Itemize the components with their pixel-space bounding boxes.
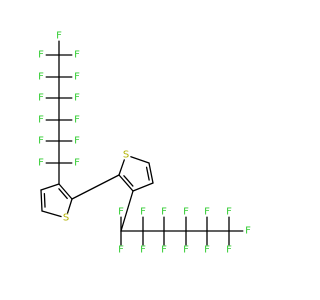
fluorine-atom-label: F (74, 50, 80, 61)
fluorine-atom-label: F (183, 207, 189, 218)
fluorine-atom-label: F (140, 245, 146, 256)
single-bond-c3b-c4b (132, 182, 154, 192)
single-bond-c5a-s1 (41, 210, 62, 218)
fluorine-atom-label: F (140, 207, 146, 218)
single-bond-c3a-c4a (40, 183, 60, 191)
double-bond-c2a-c3a (58, 183, 73, 200)
fluorine-atom-label: F (38, 72, 44, 83)
double-bond-c2b-c3b (118, 174, 134, 192)
fluorine-atom-label: F (118, 207, 124, 218)
single-bond-c3b-b1 (120, 190, 134, 232)
sulfur-atom-label: S (63, 213, 69, 224)
fluorine-atom-label: F (161, 245, 167, 256)
fluorine-atom-label: F (118, 245, 124, 256)
fluorine-atom-label: F (226, 245, 232, 256)
fluorine-atom-label: F (226, 207, 232, 218)
single-bond-c5b-s2 (130, 156, 150, 164)
fluorine-atom-label: F (204, 245, 210, 256)
fluorine-atom-label: F (74, 93, 80, 104)
fluorine-atom-label: F (38, 93, 44, 104)
double-bond-c4a-c5a (40, 189, 43, 212)
inner-double-bond-c4a-c5a (43, 192, 46, 208)
single-bond-s1-c2a (66, 198, 73, 214)
single-bond-c2a-c2b (71, 174, 120, 200)
fluorine-atom-label: F (56, 31, 62, 42)
fluorine-atom-label: F (38, 50, 44, 61)
fluorine-atom-label: F (74, 158, 80, 169)
inner-double-bond-c2b-c3b (123, 175, 134, 187)
bond-layer (40, 40, 244, 246)
fluorine-atom-label: F (161, 207, 167, 218)
fluorine-atom-label: F (74, 72, 80, 83)
single-bond-s2-c2b (118, 159, 125, 176)
fluorine-atom-label: F (38, 136, 44, 147)
fluorine-atom-label: F (204, 207, 210, 218)
fluorine-atom-label: F (245, 226, 251, 237)
fluorine-atom-label: F (38, 115, 44, 126)
sulfur-atom-label: S (123, 150, 129, 161)
inner-double-bond-c4b-c5b (145, 166, 150, 181)
double-bond-c4b-c5b (148, 162, 154, 184)
fluorine-atom-label: F (38, 158, 44, 169)
fluorine-atom-label: F (74, 136, 80, 147)
fluorine-atom-label: F (74, 115, 80, 126)
inner-double-bond-c2a-c3a (58, 188, 68, 200)
fluorine-atom-label: F (183, 245, 189, 256)
